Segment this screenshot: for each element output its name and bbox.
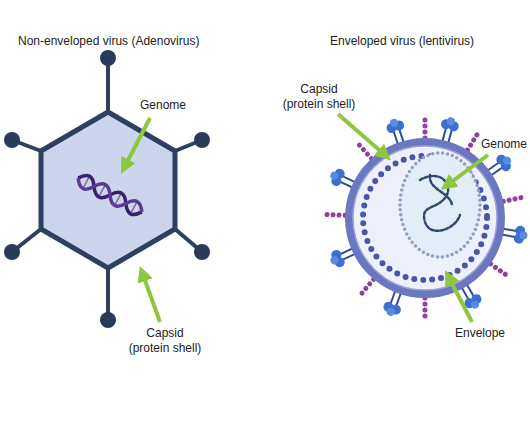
spike [358,279,373,297]
fiber-knob [4,132,20,148]
rna-genome [420,175,460,231]
leader-arrow [338,114,386,156]
envelope-inner-line [353,146,497,290]
part-label: Capsid (protein shell) [280,82,358,112]
dna-strand [75,172,145,218]
virus-title: Non-enveloped virus (Adenovirus) [18,34,199,49]
fiber-knob [194,244,210,260]
spike [503,196,526,201]
fiber-knobs [4,50,210,328]
fiber [106,58,110,112]
spike [491,264,511,278]
part-label: Capsid (protein shell) [126,326,204,356]
adenovirus-fibers [12,58,202,320]
leader-arrow [124,118,150,168]
leader-arrow [446,155,488,186]
leader-arrow [448,276,472,322]
part-label: Genome [481,137,527,152]
dna-helix [75,172,145,218]
part-label: Genome [140,98,186,113]
fiber-knob [100,50,116,66]
part-label: Envelope [455,326,505,341]
fiber-knob [194,132,210,148]
virus-title: Enveloped virus (lentivirus) [330,34,474,49]
spike [467,130,480,150]
hexagonal-capsid [41,112,175,268]
leader-arrow [142,272,160,322]
envelope-membrane [349,142,501,294]
envelope-spikes [321,114,529,322]
spike [425,114,426,138]
spike [425,298,426,322]
spike [321,214,345,216]
fiber-knob [4,244,20,260]
leader-arrows [124,114,488,322]
fiber-knob [100,312,116,328]
dna-strand [75,172,145,218]
